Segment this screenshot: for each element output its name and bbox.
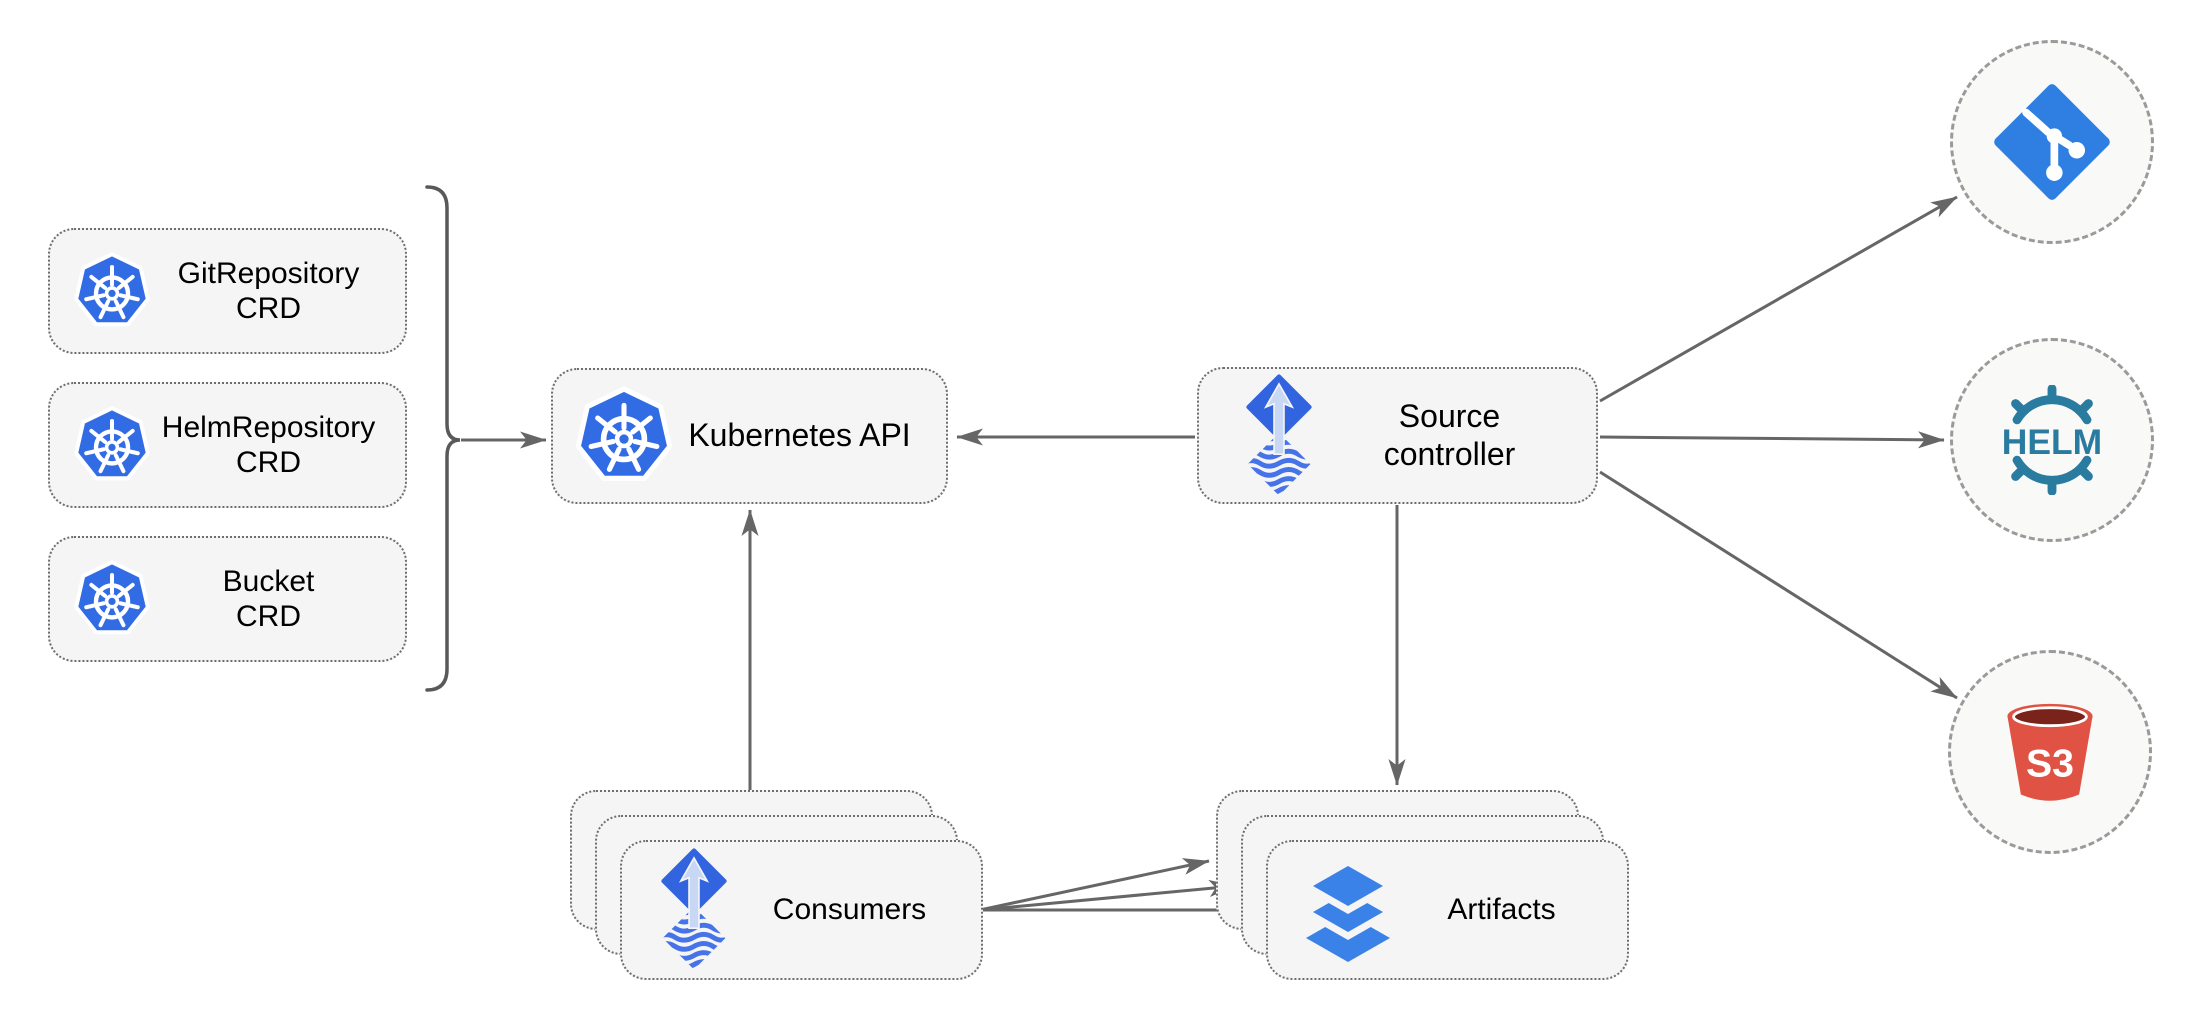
s3-icon: S3 [2007, 703, 2093, 801]
node-bucket-crd: Bucket CRD [48, 536, 407, 662]
node-kubernetes-api: Kubernetes API [551, 368, 948, 504]
kubernetes-icon [573, 385, 675, 487]
node-consumers: Consumers [620, 840, 983, 980]
arrow-source-to-helm [1599, 431, 1945, 449]
node-label-line-1: HelmRepository [161, 410, 376, 444]
kubernetes-icon [72, 405, 152, 485]
node-gitrepository-crd: GitRepository CRD [48, 228, 407, 354]
arrow-source-to-s3 [1599, 470, 1958, 700]
arrow-consumers-to-artifacts-2 [979, 879, 1236, 912]
node-artifacts: Artifacts [1266, 840, 1629, 980]
node-label: Source controller [1325, 398, 1574, 474]
node-label-line-1: Bucket [222, 564, 315, 598]
node-label-line-2: CRD [236, 446, 301, 479]
node-helmrepository-crd: HelmRepository CRD [48, 382, 407, 508]
external-source-helm: HELM [1950, 338, 2154, 542]
node-label-line-2: controller [1383, 435, 1516, 472]
external-source-s3: S3 [1948, 650, 2152, 854]
node-label-line-1: GitRepository [177, 256, 360, 290]
node-label: Kubernetes API [688, 417, 911, 454]
git-icon [1994, 84, 2110, 200]
kubernetes-icon [72, 559, 152, 639]
node-label: Bucket CRD [152, 564, 385, 635]
layers-icon [1298, 858, 1398, 962]
helm-logo-text: HELM [2002, 422, 2102, 462]
node-label-line-2: CRD [236, 292, 301, 325]
node-label-line-1: Source [1398, 397, 1501, 434]
crd-group-bracket [425, 185, 461, 692]
node-label: Consumers [772, 893, 927, 927]
external-source-git [1950, 40, 2154, 244]
node-label: Artifacts [1447, 893, 1556, 927]
kubernetes-icon [72, 251, 152, 331]
arrow-consumers-to-artifacts-1 [979, 858, 1210, 912]
node-label-line-2: CRD [236, 600, 301, 633]
node-label: HelmRepository CRD [152, 410, 385, 481]
helm-icon: HELM [2002, 385, 2102, 495]
flux-icon [648, 848, 740, 972]
s3-logo-text: S3 [2026, 743, 2074, 786]
node-source-controller: Source controller [1197, 367, 1598, 504]
arrow-source-to-git [1599, 195, 1958, 403]
flux-icon [1233, 374, 1325, 498]
node-label: GitRepository CRD [152, 256, 385, 327]
